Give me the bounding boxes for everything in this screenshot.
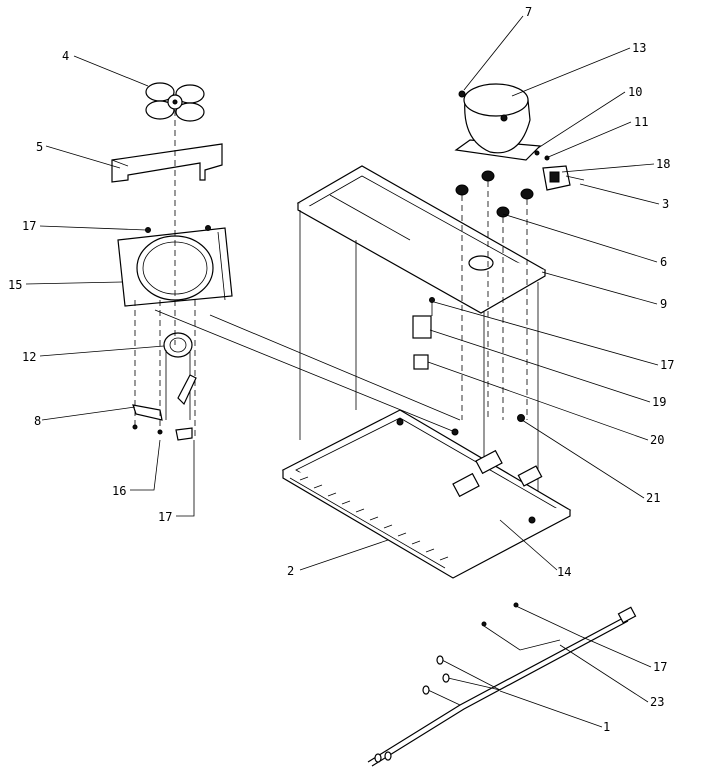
- base-pan-part: [281, 409, 572, 579]
- callout-15: 15: [8, 278, 22, 292]
- callout-19: 17: [653, 660, 667, 674]
- callout-labels: 4 5 17 15 12 8 16 17 2 7 13 10 11 18 3 6…: [8, 5, 674, 734]
- callout-2: 2: [287, 564, 294, 578]
- callout-7: 7: [525, 5, 532, 19]
- callout-16: 16: [112, 484, 126, 498]
- callout-17: 17: [158, 510, 172, 524]
- callout-9: 9: [660, 297, 667, 311]
- grommets-part: [455, 170, 534, 420]
- fan-assembly-axis-lines: [134, 110, 461, 438]
- callout-22: 21: [646, 491, 660, 505]
- callout-13: 13: [632, 41, 646, 55]
- callout-23: 23: [650, 695, 664, 709]
- callout-1: 1: [603, 720, 610, 734]
- compressor-part: [454, 83, 542, 161]
- callout-11: 11: [634, 115, 648, 129]
- callout-17: 17: [22, 219, 36, 233]
- callout-14: 14: [557, 565, 571, 579]
- callout-17: 17: [660, 358, 674, 372]
- callout-12: 12: [22, 350, 36, 364]
- callout-18: 18: [656, 157, 670, 171]
- callout-3: 3: [662, 197, 669, 211]
- callout-20: 19: [652, 395, 666, 409]
- leader-lines: [25, 15, 660, 728]
- callout-5: 5: [36, 140, 43, 154]
- callout-4: 4: [62, 49, 69, 63]
- fan-motor-part: [163, 332, 193, 420]
- wiring-harness-part: [367, 602, 637, 767]
- motor-bracket-part: [132, 374, 197, 441]
- callout-6: 6: [660, 255, 667, 269]
- top-cover-panel-part: [296, 165, 547, 314]
- callout-21: 20: [650, 433, 664, 447]
- control-box-parts: [412, 297, 525, 422]
- callout-8: 8: [34, 414, 41, 428]
- fan-bracket-part: [111, 143, 223, 183]
- fan-blade-part: [145, 82, 205, 122]
- callout-10: 10: [628, 85, 642, 99]
